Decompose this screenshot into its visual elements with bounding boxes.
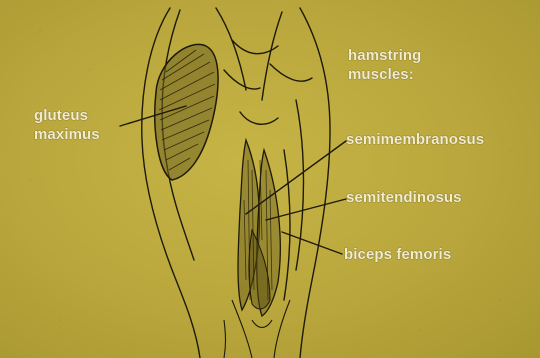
- leader-lines: [120, 106, 346, 254]
- label-gluteus-line1: gluteus: [34, 107, 88, 125]
- label-gluteus-line2: maximus: [34, 126, 100, 144]
- label-biceps-femoris: biceps femoris: [344, 246, 451, 264]
- label-semimembranosus: semimembranosus: [346, 131, 484, 149]
- leader-biceps-femoris: [282, 232, 342, 254]
- label-hamstring-line1: hamstring: [348, 47, 421, 65]
- label-semitendinosus: semitendinosus: [346, 189, 462, 207]
- hamstring-muscles: [224, 140, 290, 358]
- label-hamstring-line2: muscles:: [348, 66, 414, 84]
